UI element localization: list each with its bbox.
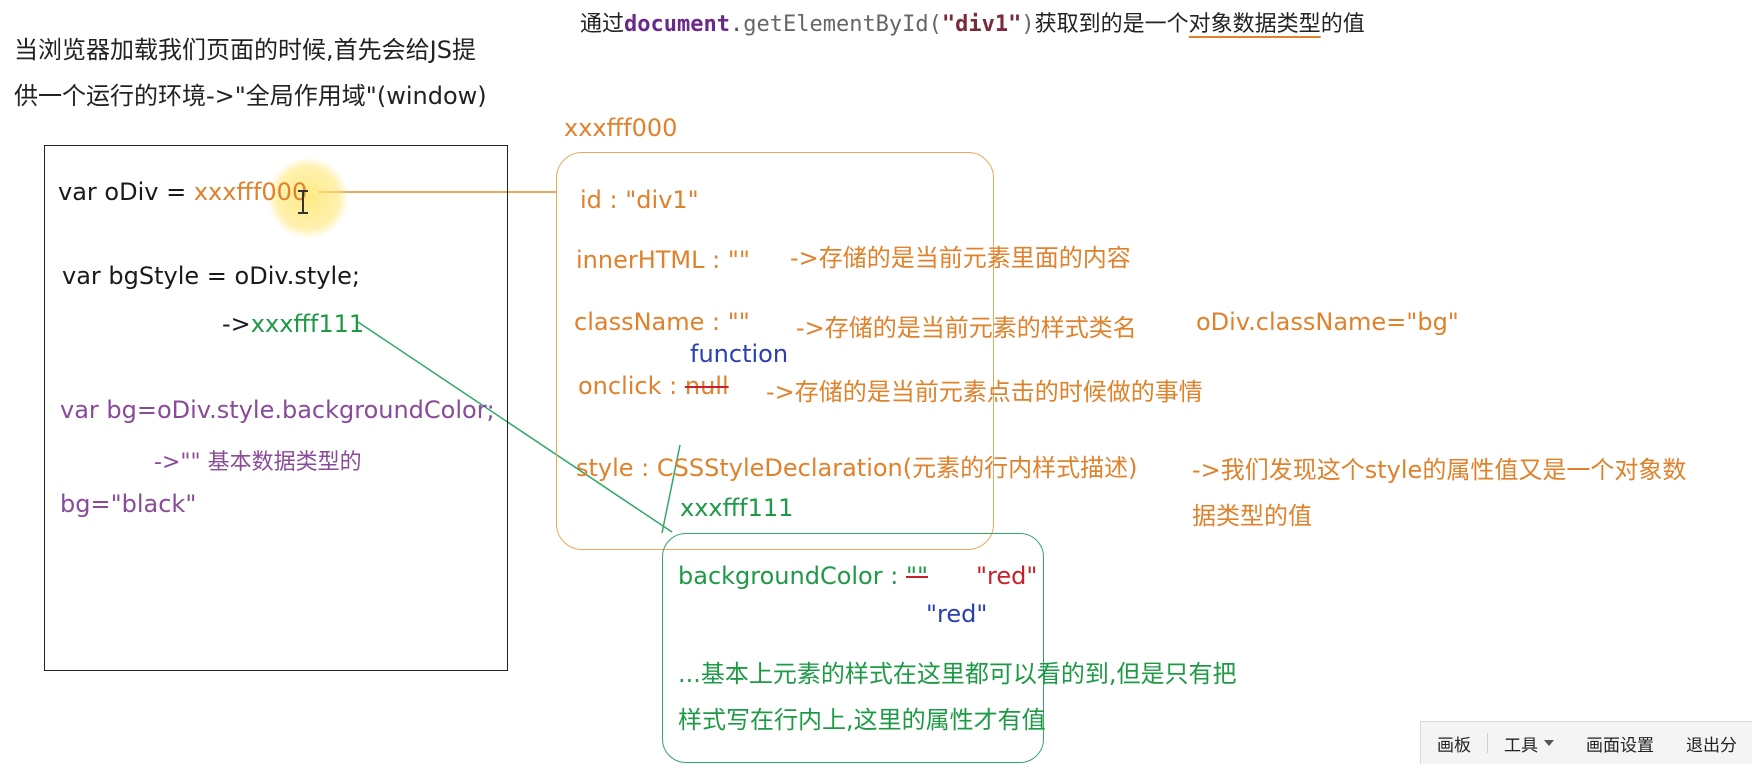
header-note: 通过document.getElementById("div1")获取到的是一个… [580, 6, 1365, 38]
header-suffix-underlined: 对象数据类型 [1188, 12, 1321, 37]
cursor-highlight [268, 158, 348, 238]
prop-style: style : CSSStyleDeclaration(元素的行内样式描述) [576, 454, 1138, 482]
odiv-declaration: var oDiv = xxxfff000 [58, 178, 307, 206]
toolbar-canvas-label: 画板 [1437, 735, 1471, 756]
object-address: xxxfff000 [564, 114, 678, 142]
toolbar-settings-button[interactable]: 画面设置 [1570, 731, 1670, 756]
toolbar-tools-button[interactable]: 工具 [1488, 731, 1570, 756]
global-scope-box [44, 145, 508, 671]
text-cursor-icon [298, 190, 308, 214]
chevron-down-icon [1544, 740, 1554, 746]
bgcolor-empty: "" [905, 562, 929, 590]
bgstyle-to-style-line [357, 321, 673, 533]
prop-style-note-1: ->我们发现这个style的属性值又是一个对象数 [1192, 456, 1687, 484]
toolbar-exit-button[interactable]: 退出分 [1670, 731, 1737, 756]
classname-example: oDiv.className="bg" [1196, 308, 1459, 336]
onclick-key: onclick : [578, 372, 685, 400]
style-note-1: ...基本上元素的样式在这里都可以看的到,但是只有把 [678, 660, 1237, 688]
bgstyle-declaration: var bgStyle = oDiv.style; [62, 262, 360, 290]
prop-onclick-note: ->存储的是当前元素点击的时候做的事情 [766, 378, 1203, 406]
style-note-2: 样式写在行内上,这里的属性才有值 [678, 706, 1046, 734]
header-code-document: document [624, 12, 730, 37]
bgstyle-result: ->xxxfff111 [222, 310, 364, 338]
header-suffix-b: 的值 [1320, 12, 1365, 37]
toolbar-settings-label: 画面设置 [1586, 735, 1654, 756]
style-address: xxxfff111 [680, 494, 794, 522]
intro-line-1: 当浏览器加载我们页面的时候,首先会给JS提 [14, 36, 476, 64]
header-code-dot: . [729, 12, 744, 37]
prop-id: id : "div1" [580, 186, 699, 214]
header-code-close: ) [1021, 12, 1035, 37]
onclick-null: null [684, 372, 729, 400]
bg-declaration: var bg=oDiv.style.backgroundColor; [60, 396, 495, 424]
style-to-style-box-line [661, 444, 681, 534]
odiv-prefix: var oDiv = [58, 178, 194, 206]
toolbar-exit-label: 退出分 [1686, 735, 1737, 756]
bgcolor-red-value: "red" [976, 562, 1038, 590]
toolbar-separator [1487, 733, 1488, 753]
canvas-toolbar: 画板 工具 画面设置 退出分 [1420, 721, 1752, 764]
bgcolor-key: backgroundColor : [678, 562, 906, 590]
header-code-arg: "div1" [941, 12, 1022, 37]
prop-onclick: onclick : null [578, 372, 729, 400]
header-code-method: getElementById( [743, 12, 942, 37]
prop-style-note-2: 据类型的值 [1192, 502, 1312, 530]
prop-innerhtml-note: ->存储的是当前元素里面的内容 [790, 244, 1131, 272]
header-suffix-a: 获取到的是一个 [1034, 12, 1189, 37]
prop-classname-note: ->存储的是当前元素的样式类名 [796, 314, 1137, 342]
element-object-box [556, 152, 994, 550]
bg-result-note: ->"" 基本数据类型的 [154, 450, 362, 475]
bgstyle-value: xxxfff111 [250, 310, 365, 338]
bg-assignment: bg="black" [60, 490, 197, 518]
style-bgcolor-line: backgroundColor : "" [678, 562, 928, 590]
prop-innerhtml: innerHTML : "" [576, 246, 750, 274]
bgstyle-arrow: -> [222, 310, 251, 338]
prop-classname: className : "" [574, 308, 750, 336]
odiv-value: xxxfff000 [193, 178, 308, 206]
header-prefix: 通过 [580, 12, 625, 37]
intro-line-2: 供一个运行的环境->"全局作用域"(window) [14, 82, 487, 110]
toolbar-tools-label: 工具 [1504, 735, 1538, 756]
bgcolor-red-blue-value: "red" [926, 600, 988, 628]
toolbar-canvas-button[interactable]: 画板 [1421, 731, 1487, 756]
onclick-function-label: function [690, 340, 789, 368]
